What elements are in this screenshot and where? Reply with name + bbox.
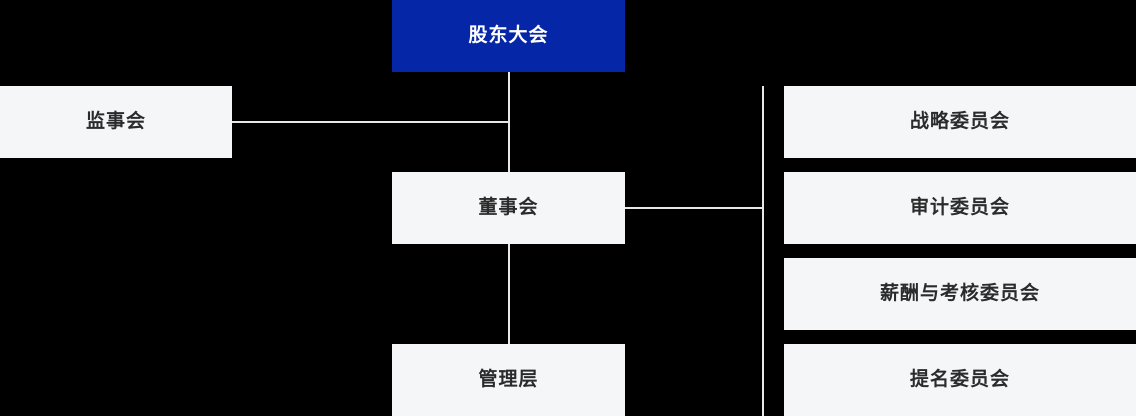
org-node-strategy-committee[interactable]: 战略委员会 bbox=[784, 86, 1136, 158]
org-node-shareholders-meeting[interactable]: 股东大会 bbox=[392, 0, 625, 72]
org-node-compensation-committee[interactable]: 薪酬与考核委员会 bbox=[784, 258, 1136, 330]
connector-board-to-management bbox=[508, 244, 510, 344]
connector-supervisors-to-trunk bbox=[232, 121, 509, 123]
org-node-label: 薪酬与考核委员会 bbox=[879, 282, 1040, 304]
org-node-audit-committee[interactable]: 审计委员会 bbox=[784, 172, 1136, 244]
org-node-label: 董事会 bbox=[478, 196, 539, 218]
org-node-label: 管理层 bbox=[478, 368, 539, 390]
org-node-label: 股东大会 bbox=[468, 24, 549, 46]
org-node-board-of-supervisors[interactable]: 监事会 bbox=[0, 86, 232, 158]
org-node-management[interactable]: 管理层 bbox=[392, 344, 625, 416]
org-node-nomination-committee[interactable]: 提名委员会 bbox=[784, 344, 1136, 416]
org-node-board-of-directors[interactable]: 董事会 bbox=[392, 172, 625, 244]
connector-shareholders-to-board bbox=[508, 72, 510, 172]
connector-committees-trunk bbox=[762, 86, 764, 416]
org-node-label: 监事会 bbox=[85, 110, 146, 132]
org-node-label: 审计委员会 bbox=[909, 196, 1010, 218]
org-node-label: 战略委员会 bbox=[909, 110, 1010, 132]
connector-board-to-committees bbox=[625, 207, 764, 209]
org-node-label: 提名委员会 bbox=[909, 368, 1010, 390]
